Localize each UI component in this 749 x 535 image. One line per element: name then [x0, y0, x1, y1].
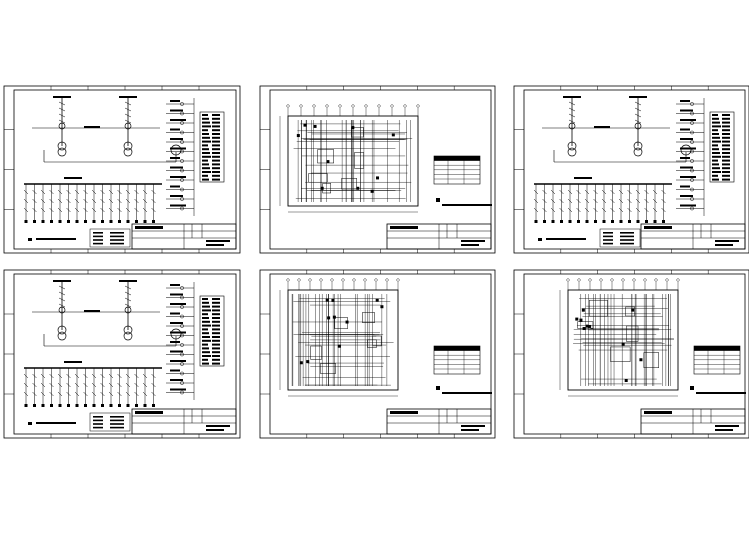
drawing-sheet [259, 85, 496, 254]
single-line-diagram [23, 280, 225, 432]
floor-plan [279, 278, 492, 397]
title-block [386, 408, 492, 435]
drawing-sheet [259, 269, 496, 439]
floor-plan [559, 278, 746, 397]
title-block [386, 223, 492, 250]
single-line-diagram [23, 96, 225, 248]
title-block [640, 408, 746, 435]
drawing-sheet [3, 85, 241, 254]
floor-plan [279, 104, 492, 213]
title-block [640, 223, 746, 250]
drawing-sheet [3, 269, 241, 439]
single-line-diagram [533, 96, 735, 248]
title-block [131, 223, 237, 250]
drawing-sheet [513, 269, 749, 439]
drawing-sheet [513, 85, 749, 254]
title-block [131, 408, 237, 435]
